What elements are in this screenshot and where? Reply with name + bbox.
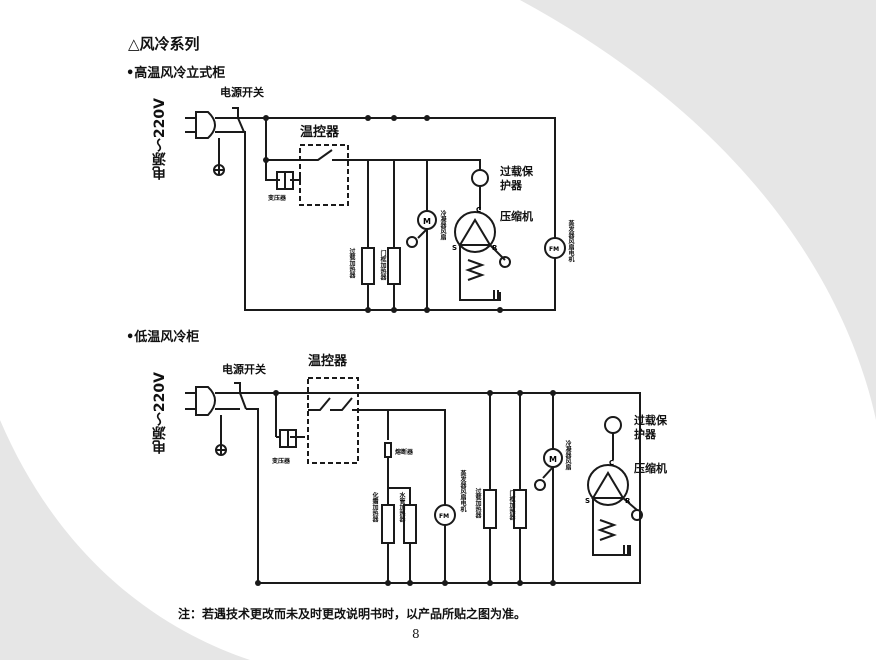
- low-fuse-label: 熔断器: [395, 449, 414, 456]
- high-evap-fan-label: 蒸发器风扇电机: [567, 220, 574, 262]
- low-defrost-heater-label: 过载加热器: [474, 488, 481, 518]
- high-motor-letter: M: [423, 217, 431, 226]
- low-door-heater-label: 门框加热器: [508, 490, 515, 520]
- section-title: △风冷系列: [128, 35, 200, 53]
- high-condenser-fan-label: 冷凝器风扇: [439, 210, 446, 240]
- low-overload-label-1: 过载保: [634, 414, 667, 427]
- low-condenser-fan-label: 冷凝器风扇: [564, 440, 571, 470]
- high-switch-label: 电源开关: [220, 86, 264, 99]
- page-number: 8: [412, 627, 420, 641]
- junction-marks: [255, 115, 556, 586]
- low-fan-letter: FM: [439, 513, 449, 520]
- low-thermostat-label: 温控器: [308, 354, 348, 369]
- low-heater-a-label: 化霜加热器: [371, 492, 378, 522]
- high-temp-title: •高温风冷立式柜: [126, 66, 226, 81]
- low-switch-label: 电源开关: [222, 363, 266, 376]
- high-door-heater-label: 门框加热器: [379, 250, 386, 280]
- footer-note: 注：若遇技术更改而未及时更改说明书时，以产品所贴之图为准。: [178, 607, 527, 621]
- background-shape-top-right: [520, 0, 876, 420]
- high-c-letter: C: [476, 206, 481, 214]
- diagram-low-lines: [185, 377, 643, 584]
- low-evap-fan-label: 蒸发器风扇电机: [459, 470, 466, 512]
- high-transformer-label: 变压器: [268, 195, 287, 202]
- high-s-letter: S: [452, 244, 457, 252]
- low-motor-letter: M: [549, 455, 557, 464]
- diagram-high-lines: [185, 107, 566, 311]
- high-r-letter: R: [492, 244, 498, 252]
- low-s-letter: S: [585, 497, 590, 505]
- low-compressor-label: 压缩机: [634, 462, 667, 475]
- low-power-label: 电源～220V: [152, 372, 168, 455]
- background-shape-bottom-left: [0, 420, 250, 660]
- low-r-letter: R: [625, 497, 631, 505]
- high-power-label: 电源～220V: [152, 98, 168, 181]
- high-compressor-label: 压缩机: [500, 210, 533, 223]
- high-overload-label-2: 护器: [500, 179, 522, 192]
- high-defrost-heater-label: 过载加热器: [348, 248, 355, 278]
- low-transformer-label: 变压器: [272, 458, 291, 465]
- low-c-letter: C: [609, 459, 614, 467]
- low-heater-b-label: 水管加热器: [398, 492, 405, 522]
- high-overload-label-1: 过载保: [500, 165, 533, 178]
- low-overload-label-2: 护器: [634, 428, 656, 441]
- low-temp-title: •低温风冷柜: [126, 330, 200, 345]
- high-thermostat-label: 温控器: [300, 125, 340, 140]
- high-fan-letter: FM: [549, 246, 559, 253]
